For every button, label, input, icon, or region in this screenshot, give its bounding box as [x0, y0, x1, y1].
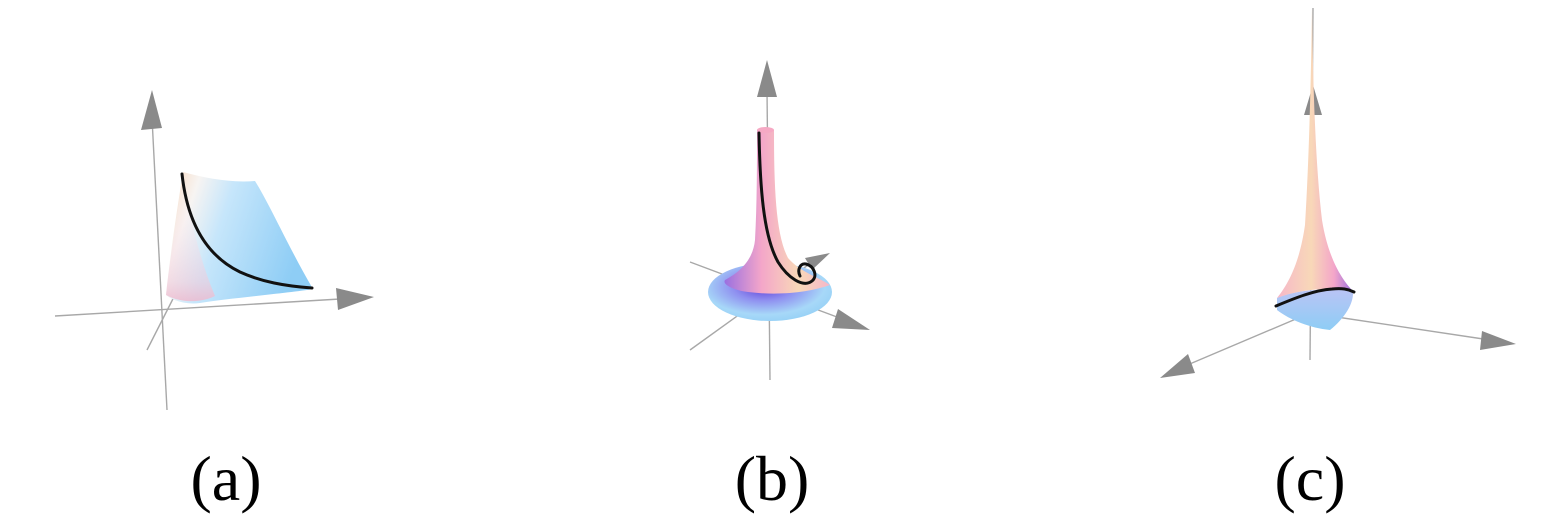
axis-y-c — [1184, 312, 1311, 367]
arrowhead-y-b — [805, 253, 830, 270]
axis-x-a — [54, 298, 341, 317]
surface-c-spike — [1277, 8, 1353, 298]
arrowhead-x-c — [1480, 331, 1516, 350]
caption-a: (a) — [190, 443, 262, 514]
curve-a — [180, 172, 314, 290]
arrowhead-x-b — [832, 309, 870, 330]
caption-c: (c) — [1274, 443, 1346, 514]
axis-z-a — [151, 117, 168, 411]
curve-c — [1274, 287, 1356, 308]
arrowhead-y-c — [1160, 354, 1195, 378]
panel-c-plot — [1160, 7, 1516, 378]
curve-b — [757, 131, 817, 285]
panel-b-plot — [689, 60, 870, 381]
surface-a-shade — [166, 172, 215, 302]
arrowhead-z-a — [141, 90, 162, 130]
arrowhead-x-a — [336, 288, 374, 310]
caption-b: (b) — [734, 443, 810, 514]
arrowhead-z-b — [757, 60, 777, 97]
surface-c-base — [1277, 289, 1354, 330]
surface-b-top — [757, 127, 774, 133]
panel-a-plot — [54, 90, 374, 411]
